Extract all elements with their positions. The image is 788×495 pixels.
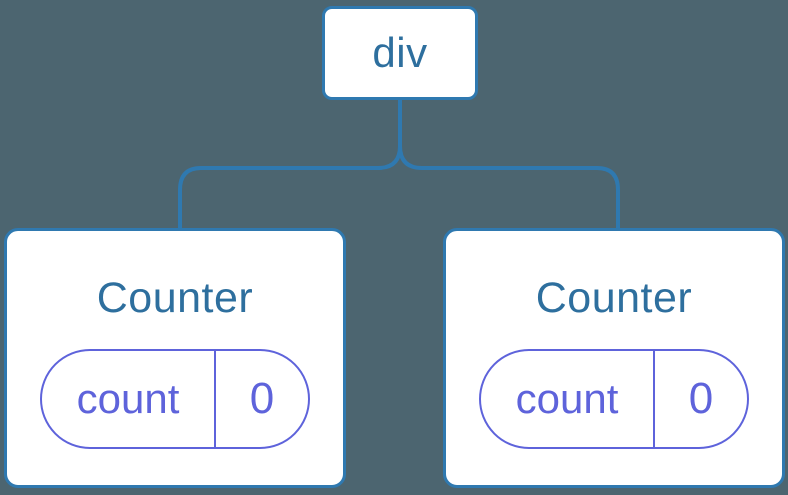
state-value-cell: 0 — [216, 351, 308, 447]
state-pill: count 0 — [40, 349, 310, 449]
component-name: Counter — [96, 274, 254, 322]
state-key-cell: count — [481, 351, 655, 447]
connector-left-branch — [178, 100, 402, 229]
state-value: 0 — [249, 374, 275, 423]
state-key: count — [515, 375, 619, 422]
root-node: div — [322, 6, 478, 100]
component-name: Counter — [535, 274, 693, 322]
counter-node-left: Counter count 0 — [4, 228, 346, 488]
root-node-label: div — [372, 29, 428, 76]
state-pill: count 0 — [479, 349, 749, 449]
state-key: count — [76, 375, 180, 422]
state-value-cell: 0 — [655, 351, 747, 447]
state-value: 0 — [688, 374, 714, 423]
state-key-cell: count — [42, 351, 216, 447]
counter-node-right: Counter count 0 — [443, 228, 785, 488]
connector-right-branch — [398, 100, 620, 229]
